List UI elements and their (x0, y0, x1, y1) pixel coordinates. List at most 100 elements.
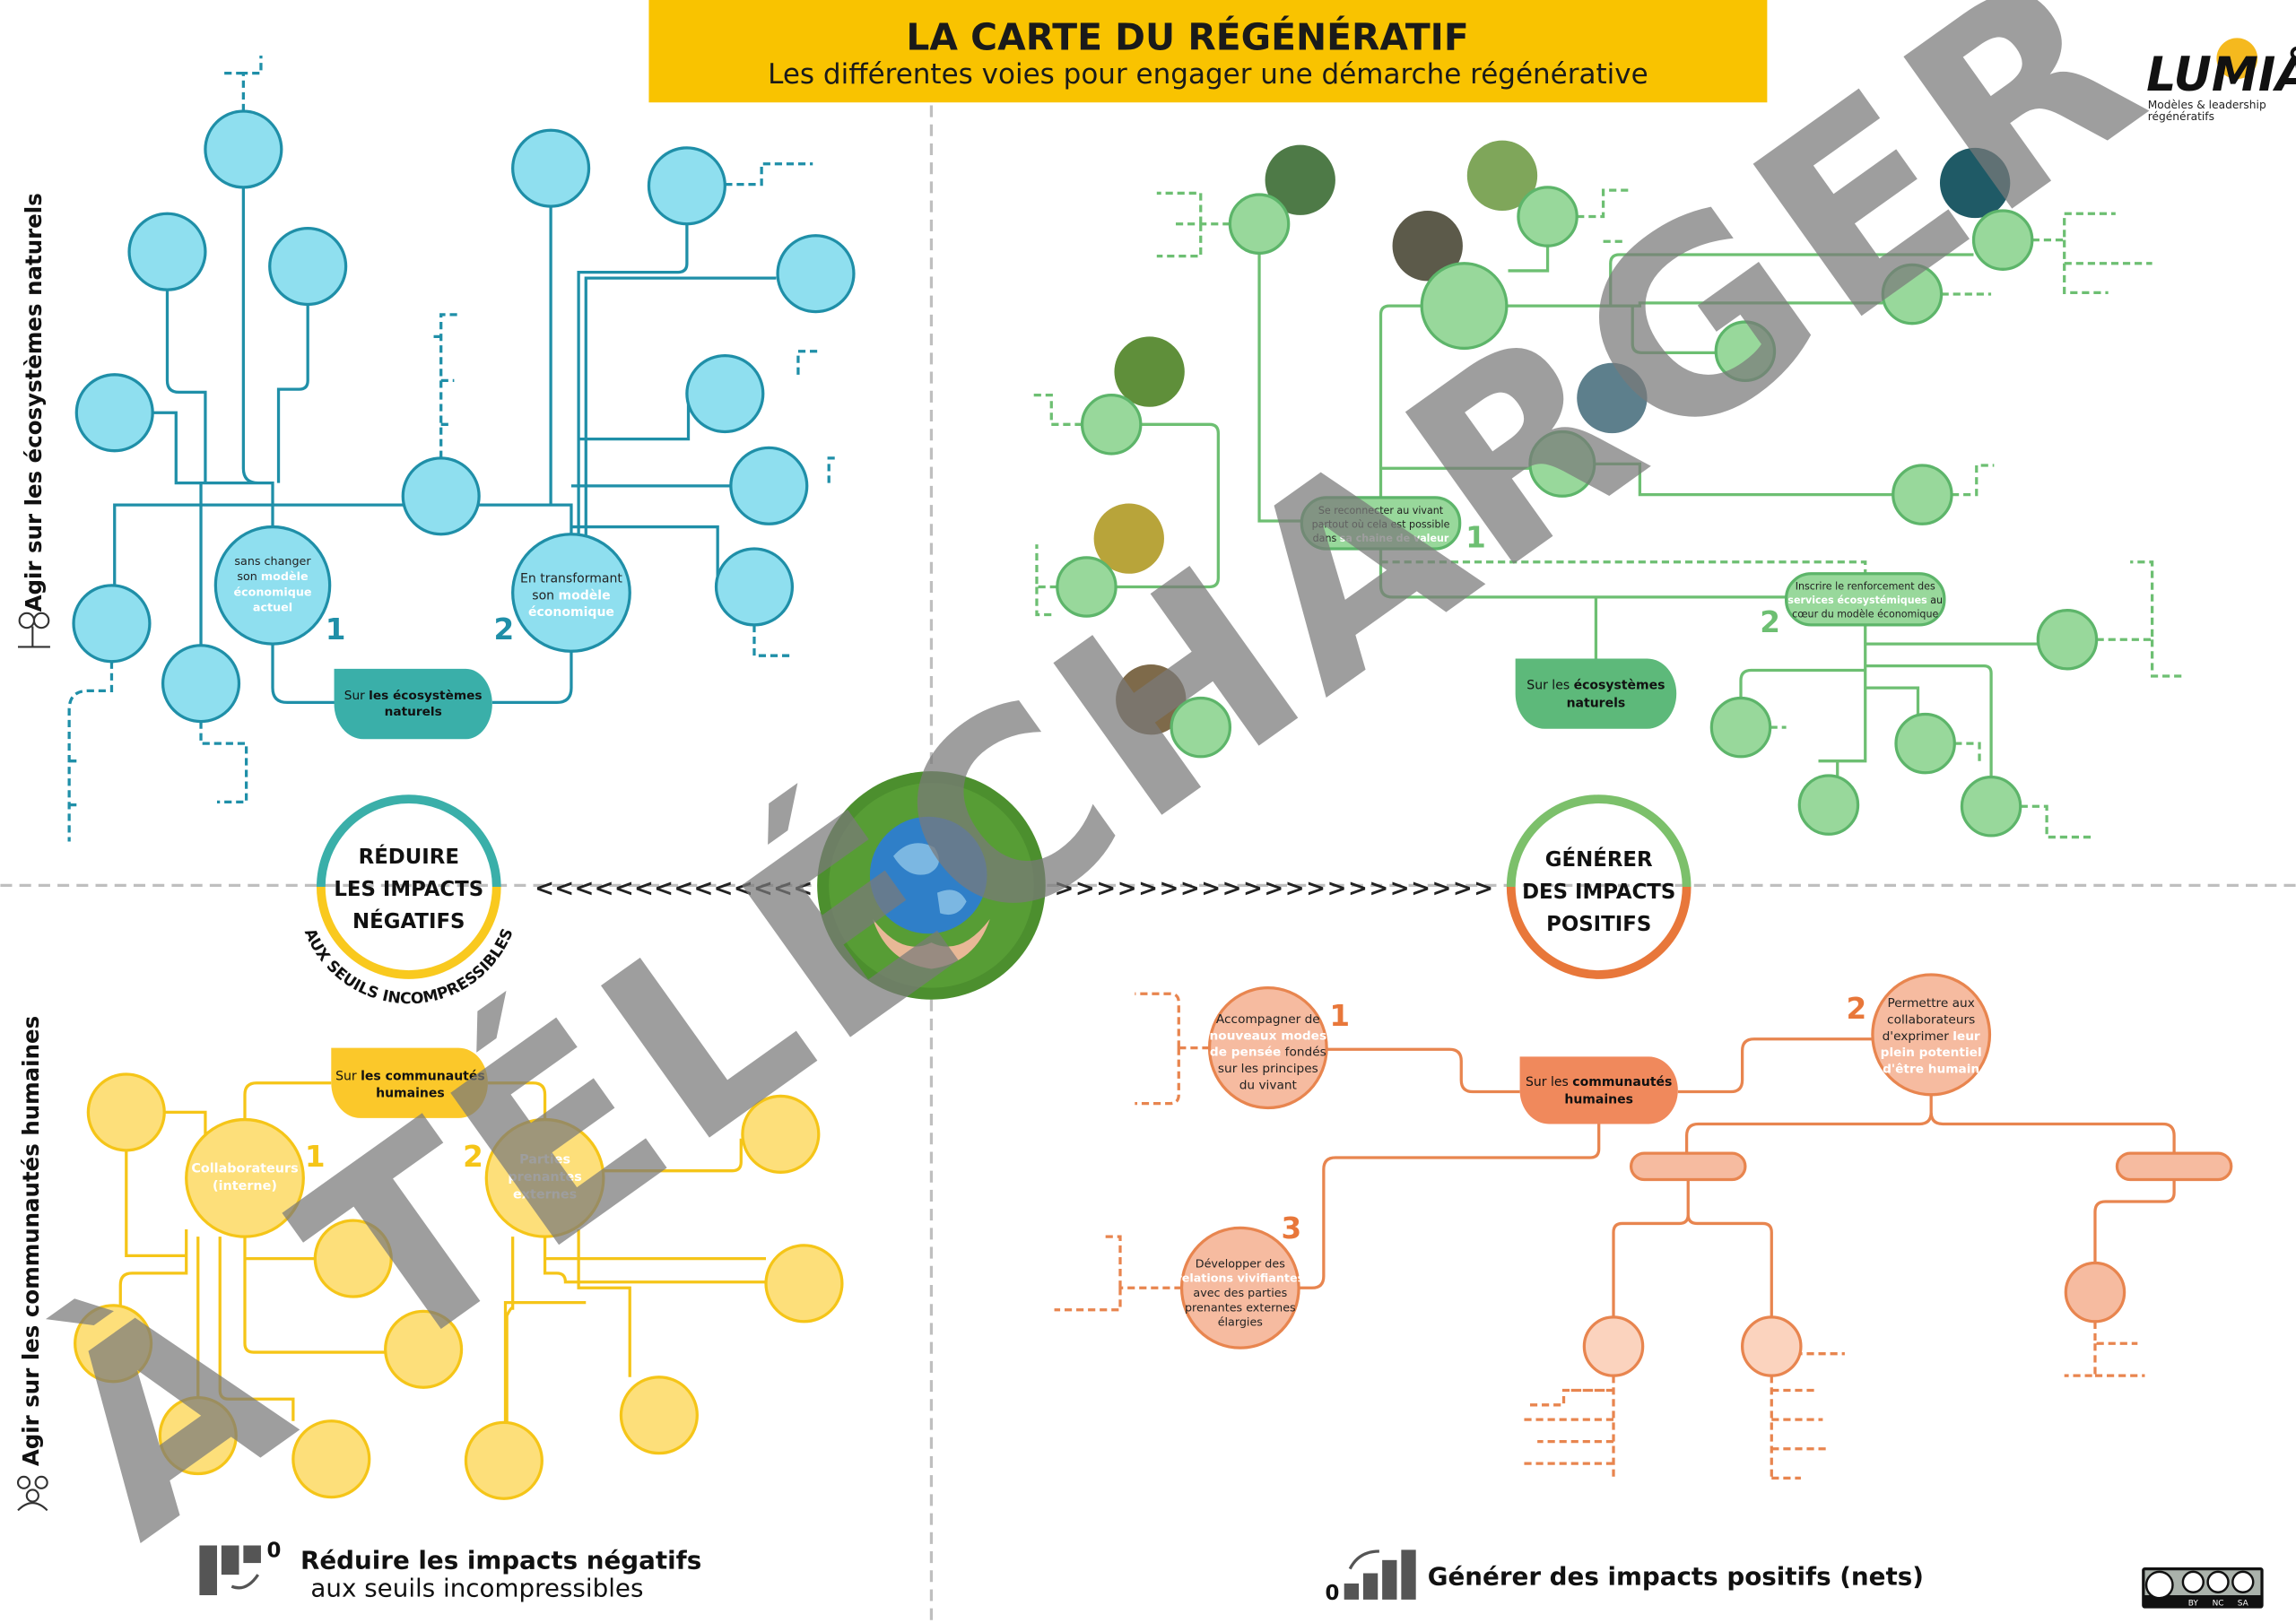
text-line: humaines (1564, 1093, 1633, 1107)
text-segment: avec des parties (1193, 1287, 1287, 1300)
blue-node[interactable] (647, 146, 726, 226)
orange-node[interactable] (1741, 1315, 1803, 1377)
text-line: Sur les écosystèmes (344, 689, 483, 703)
highlight-text: Collaborateurs (191, 1161, 298, 1176)
green-node[interactable] (1517, 186, 1578, 247)
blue-node[interactable] (714, 547, 795, 627)
yellow-node[interactable] (741, 1094, 821, 1174)
text-line: (interne) (213, 1179, 277, 1193)
yellow-node[interactable] (764, 1244, 844, 1324)
blue-node[interactable] (401, 456, 481, 536)
orange-pill[interactable] (1519, 1056, 1678, 1124)
text-segment: sur les principes (1218, 1062, 1318, 1076)
blue-node[interactable] (729, 446, 809, 525)
text-segment: collaborateurs (1887, 1012, 1975, 1027)
svg-text:régénératifs: régénératifs (2148, 110, 2214, 123)
blue-node[interactable] (511, 128, 591, 208)
text-line: économique (233, 586, 311, 599)
green-node[interactable] (1894, 712, 1956, 775)
yellow-node[interactable] (619, 1376, 699, 1455)
highlight-text: modèle (261, 570, 309, 584)
yellow-node[interactable] (291, 1419, 371, 1499)
cc-license-badge[interactable]: BY NC SA (2142, 1567, 2264, 1609)
cc-nc: NC (2213, 1599, 2224, 1608)
blue-node[interactable] (127, 212, 207, 291)
text-line: collaborateurs (1887, 1012, 1975, 1027)
text-segment: Sur les (1526, 1075, 1572, 1089)
green-node[interactable] (1709, 696, 1772, 759)
text-line: RÉDUIRE (359, 844, 459, 869)
green-node[interactable] (1971, 209, 2034, 271)
highlight-text: économique (528, 605, 614, 620)
green-node[interactable] (1228, 193, 1291, 255)
text-line: dans sa chaine de valeur (1313, 533, 1449, 544)
green-pill[interactable] (1515, 658, 1677, 729)
orange-empty-pill[interactable] (1629, 1151, 1747, 1182)
orange-node-1[interactable] (1207, 986, 1328, 1110)
yellow-node[interactable] (74, 1304, 153, 1384)
blue-node[interactable] (74, 373, 154, 453)
green-node-1[interactable] (1300, 496, 1462, 551)
green-node[interactable] (1797, 774, 1860, 836)
green-node[interactable] (1881, 263, 1944, 325)
text-line: sans changer (234, 555, 311, 568)
text-segment: d'exprimer (1883, 1029, 1953, 1044)
blue-node[interactable] (161, 644, 241, 724)
yellow-node[interactable] (313, 1219, 393, 1298)
yellow-node-1-text: Collaborateurs (interne) (191, 1161, 298, 1193)
text-line: naturels (385, 705, 442, 719)
blue-node[interactable] (268, 226, 348, 307)
yellow-node-2[interactable] (484, 1117, 605, 1238)
green-node[interactable] (1170, 696, 1232, 759)
blue-node[interactable] (776, 234, 856, 314)
text-segment: POSITIFS (1546, 913, 1651, 936)
yellow-num-1: 1 (305, 1140, 326, 1174)
green-node[interactable] (1528, 430, 1596, 498)
green-node-2[interactable] (1784, 572, 1946, 627)
green-node[interactable] (1892, 464, 1953, 525)
text-line: DES IMPACTS (1522, 881, 1675, 904)
text-segment: Sur (335, 1069, 361, 1083)
orange-node[interactable] (1582, 1315, 1645, 1377)
green-node[interactable] (1080, 394, 1143, 456)
text-line: cœur du modèle économique (1792, 609, 1938, 621)
blue-node-1[interactable] (213, 525, 332, 646)
blue-node[interactable] (685, 353, 765, 434)
yellow-pill[interactable] (331, 1047, 488, 1118)
green-node[interactable] (1714, 320, 1777, 382)
blue-node-2[interactable] (511, 533, 631, 653)
yellow-node[interactable] (384, 1309, 464, 1389)
text-line: humaines (376, 1086, 445, 1100)
green-node[interactable] (1420, 262, 1509, 351)
text-line: Sur les écosystèmes (1526, 679, 1665, 693)
photo-flowers (1091, 500, 1168, 577)
blue-node[interactable] (72, 584, 152, 664)
yellow-node[interactable] (158, 1396, 238, 1476)
green-node[interactable] (1960, 776, 2022, 838)
orange-empty-pill[interactable] (2115, 1151, 2233, 1182)
yellow-node[interactable] (464, 1420, 544, 1500)
orange-node-2[interactable] (1871, 973, 1992, 1097)
text-segment: son (237, 570, 261, 584)
orange-node-3[interactable] (1179, 1226, 1300, 1350)
text-line: NÉGATIFS (352, 908, 465, 933)
footer-right-title: Générer des impacts positifs (nets) (1428, 1562, 1924, 1592)
text-line: Développer des (1196, 1257, 1285, 1271)
yellow-node[interactable] (86, 1072, 166, 1152)
orange-node[interactable] (2064, 1261, 2126, 1324)
blue-node[interactable] (204, 109, 283, 189)
green-node[interactable] (2036, 608, 2099, 671)
highlight-text: Parties (519, 1153, 570, 1167)
cc-by: BY (2188, 1599, 2199, 1608)
green-node[interactable] (1056, 556, 1118, 618)
blue-num-2: 2 (493, 612, 514, 647)
yellow-node-1[interactable] (185, 1117, 305, 1238)
blue-pill[interactable] (334, 668, 492, 740)
